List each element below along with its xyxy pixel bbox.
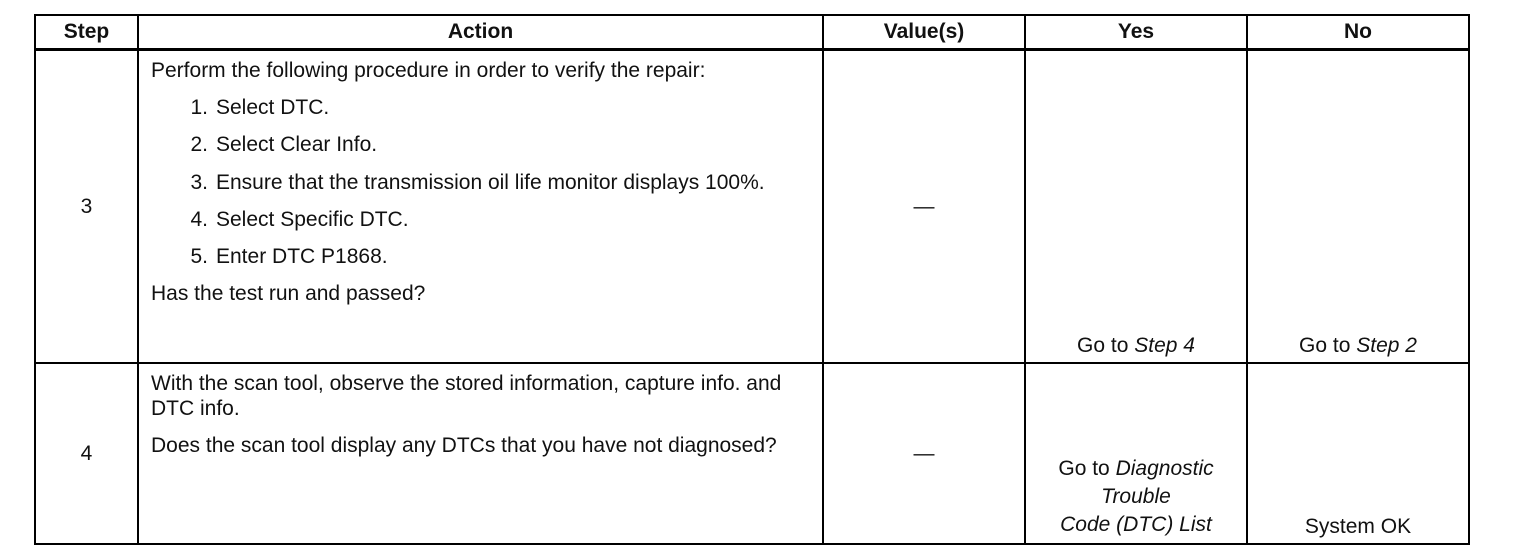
header-row: Step Action Value(s) Yes No	[34, 14, 1470, 51]
no-step-link[interactable]: Step 2	[1356, 333, 1417, 357]
dtc-list-link[interactable]: Diagnostic	[1115, 457, 1214, 480]
yes-step-link[interactable]: Step 4	[1134, 333, 1195, 357]
list-item-text: Ensure that the transmission oil life mo…	[216, 170, 765, 194]
step-number: 4	[34, 362, 139, 545]
step-number: 3	[34, 48, 139, 364]
list-item-number: 1.	[190, 96, 208, 120]
dtc-list-link[interactable]: Code (DTC) List	[1060, 513, 1212, 536]
list-item-number: 4.	[190, 207, 208, 231]
header-values: Value(s)	[822, 14, 1026, 51]
value-cell: —	[822, 362, 1026, 545]
value-cell: —	[822, 48, 1026, 364]
value-dash: —	[913, 441, 935, 465]
list-item-text: Enter DTC P1868.	[216, 244, 388, 268]
action-intro: With the scan tool, observe the stored i…	[151, 372, 782, 421]
header-yes: Yes	[1024, 14, 1248, 51]
table-row-step-4: 4 With the scan tool, observe the stored…	[34, 362, 1470, 545]
dtc-list-link[interactable]: Trouble	[1101, 485, 1171, 508]
table-row-step-3: 3 Perform the following procedure in ord…	[34, 48, 1470, 364]
list-item-number: 3.	[190, 170, 208, 194]
yes-prefix: Go to	[1077, 333, 1129, 357]
diagnostic-procedure-table: Step Action Value(s) Yes No 3 Perform th…	[34, 14, 1470, 545]
no-prefix: Go to	[1299, 333, 1351, 357]
header-step: Step	[34, 14, 139, 51]
yes-cell: Go to Step 4	[1024, 48, 1248, 364]
action-intro: Perform the following procedure in order…	[151, 59, 706, 82]
header-action: Action	[137, 14, 824, 51]
no-text: System OK	[1304, 514, 1412, 538]
header-no: No	[1246, 14, 1470, 51]
list-item-number: 5.	[190, 244, 208, 268]
yes-line-1: Go to Diagnostic	[1032, 455, 1240, 483]
procedure-list: 1. Select DTC. 2. Select Clear Info. 3. …	[151, 95, 814, 269]
yes-cell: Go to Diagnostic Trouble Code (DTC) List	[1024, 362, 1248, 545]
action-cell: With the scan tool, observe the stored i…	[137, 362, 824, 545]
list-item: 4. Select Specific DTC.	[151, 207, 814, 232]
list-item-text: Select Specific DTC.	[216, 207, 409, 231]
list-item-text: Select Clear Info.	[216, 133, 378, 157]
list-item: 5. Enter DTC P1868.	[151, 244, 814, 269]
list-item: 3. Ensure that the transmission oil life…	[151, 170, 814, 195]
list-item-text: Select DTC.	[216, 96, 330, 120]
list-item-number: 2.	[190, 133, 208, 157]
value-dash: —	[913, 194, 935, 218]
no-cell: System OK	[1246, 362, 1470, 545]
yes-prefix: Go to	[1058, 457, 1110, 480]
action-question: Has the test run and passed?	[151, 282, 426, 306]
list-item: 2. Select Clear Info.	[151, 132, 814, 157]
no-cell: Go to Step 2	[1246, 48, 1470, 364]
action-question: Does the scan tool display any DTCs that…	[151, 434, 777, 458]
list-item: 1. Select DTC.	[151, 95, 814, 120]
action-cell: Perform the following procedure in order…	[137, 48, 824, 364]
